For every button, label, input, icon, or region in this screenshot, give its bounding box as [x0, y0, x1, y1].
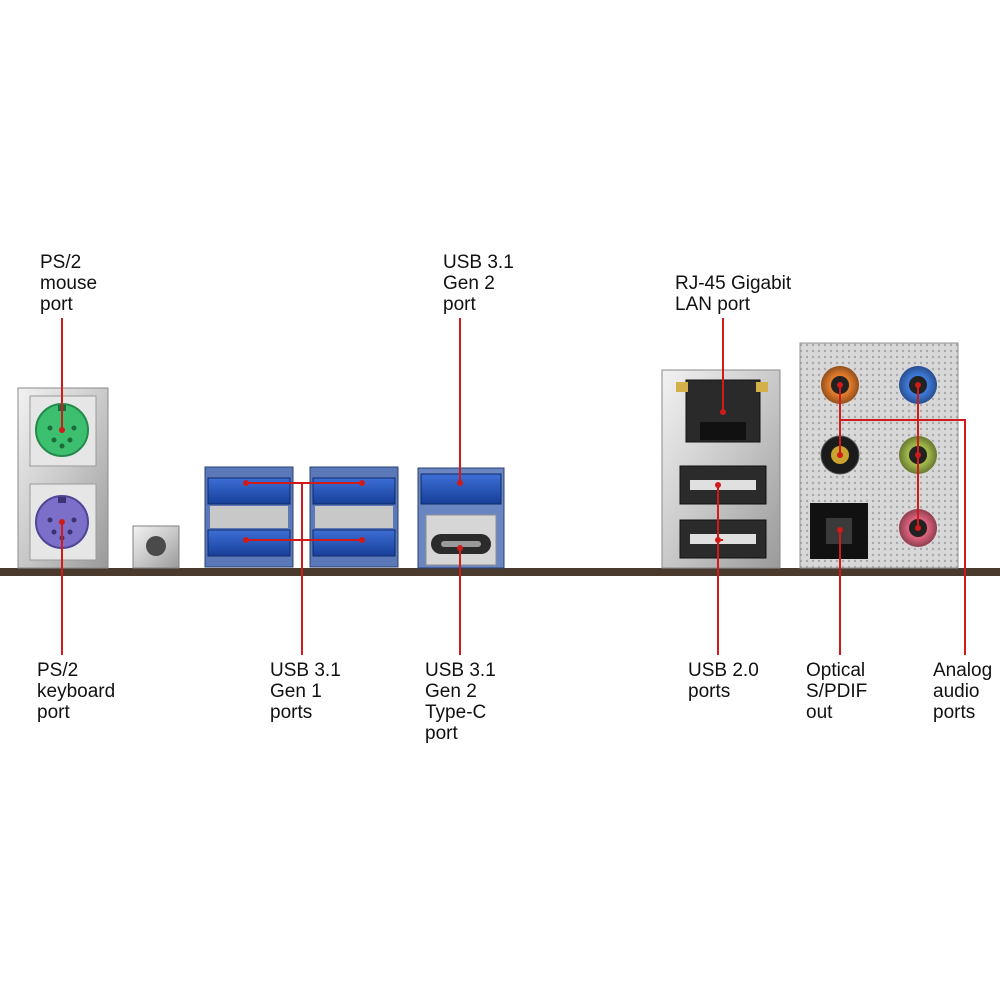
motherboard-edge — [0, 568, 1000, 576]
reset-button-icon[interactable] — [132, 525, 180, 569]
label-optical-spdif-out: Optical S/PDIF out — [806, 660, 868, 723]
label-usb31-gen2-port: USB 3.1 Gen 2 port — [443, 252, 514, 315]
label-usb31-gen2-typec-port: USB 3.1 Gen 2 Type-C port — [425, 660, 496, 744]
label-analog-audio-ports: Analog audio ports — [933, 660, 993, 723]
label-usb20-ports: USB 2.0 ports — [688, 660, 759, 702]
audio-panel — [799, 342, 959, 569]
label-usb31-gen1-ports: USB 3.1 Gen 1 ports — [270, 660, 341, 723]
lan-usb2-stack — [661, 369, 781, 569]
label-ps2-keyboard-port: PS/2 keyboard port — [37, 660, 116, 723]
label-ps2-mouse-port: PS/2 mouse port — [40, 252, 98, 315]
label-rj45-lan-port: RJ-45 Gigabit LAN port — [675, 273, 792, 315]
